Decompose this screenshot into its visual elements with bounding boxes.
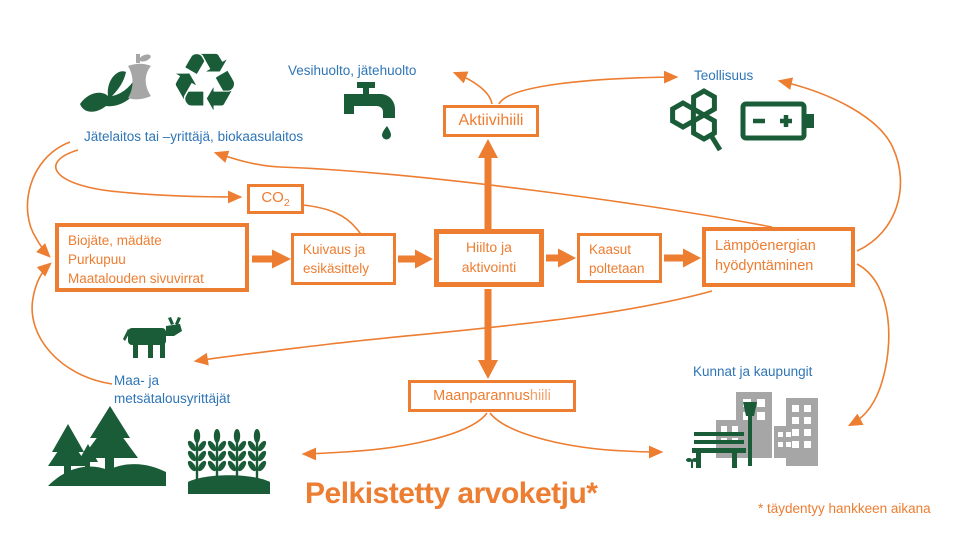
co2-label: CO2 xyxy=(261,189,290,210)
thick-arrow-feedstock-to-drying xyxy=(252,249,291,269)
arrow-heat-to-farmers xyxy=(193,290,713,366)
thick-arrow-carbonization-to-gases xyxy=(546,248,576,268)
activated-carbon-box: Aktiivihiili xyxy=(443,105,539,137)
arrow-wasteplant-to-co2 xyxy=(55,149,243,204)
arrow-heat-to-city xyxy=(847,263,890,427)
recycling-icon: ♻ xyxy=(169,36,241,129)
thick-arrow-carbonization-to-activatedcarbon xyxy=(478,139,498,229)
city-icon xyxy=(686,392,818,468)
diagram-title: Pelkistetty arvoketju* xyxy=(305,477,598,510)
molecule-icon xyxy=(670,88,723,152)
arrow-heat-to-industry xyxy=(777,77,902,252)
arrow-wasteplant-to-feedstock xyxy=(26,141,71,258)
activated-carbon-label: Aktiivihiili xyxy=(458,111,524,129)
cow-icon xyxy=(123,317,182,358)
thick-arrow-gases-to-heat xyxy=(664,248,701,268)
industry-label: Teollisuus xyxy=(694,68,754,83)
arrow-soilcarbon-to-fields xyxy=(301,412,488,461)
arrow-activatedcarbon-to-water xyxy=(452,71,493,105)
arrow-soilcarbon-to-city xyxy=(489,412,664,459)
carbonization-box: Hiilto ja aktivointi xyxy=(434,229,544,287)
wheat-icon xyxy=(187,429,270,494)
heat-box: Lämpöenergian hyödyntäminen xyxy=(702,227,855,287)
farmers-label: Maa- ja metsätalousyrittäjät xyxy=(114,373,231,406)
gases-box: Kaasut poltetaan xyxy=(577,233,662,283)
footnote: * täydentyy hankkeen aikana xyxy=(758,501,931,516)
battery-icon xyxy=(740,101,814,141)
waste-plant-label: Jätelaitos tai –yrittäjä, biokaasulaitos xyxy=(84,129,304,144)
forest-icon xyxy=(48,406,166,486)
soil-carbon-label: Maanparannushiili xyxy=(433,387,551,404)
co2-box: CO2 xyxy=(247,184,304,214)
municipalities-label: Kunnat ja kaupungit xyxy=(693,364,813,379)
thick-arrow-carbonization-to-soilcarbon xyxy=(478,289,498,379)
food-waste-icon xyxy=(80,54,151,112)
faucet-icon xyxy=(344,82,395,140)
arrow-activatedcarbon-to-industry xyxy=(498,70,679,105)
drying-box: Kuivaus ja esikäsittely xyxy=(291,233,396,285)
water-waste-label: Vesihuolto, jätehuolto xyxy=(288,63,417,78)
thick-arrow-drying-to-carbonization xyxy=(398,249,433,269)
arrow-farmers-to-feedstock xyxy=(31,262,113,385)
soil-carbon-box: Maanparannushiili xyxy=(408,380,576,412)
arrow-heat-to-wasteplant xyxy=(213,150,773,228)
feedstock-box: Biojäte, mädäte Purkupuu Maatalouden siv… xyxy=(55,223,249,292)
